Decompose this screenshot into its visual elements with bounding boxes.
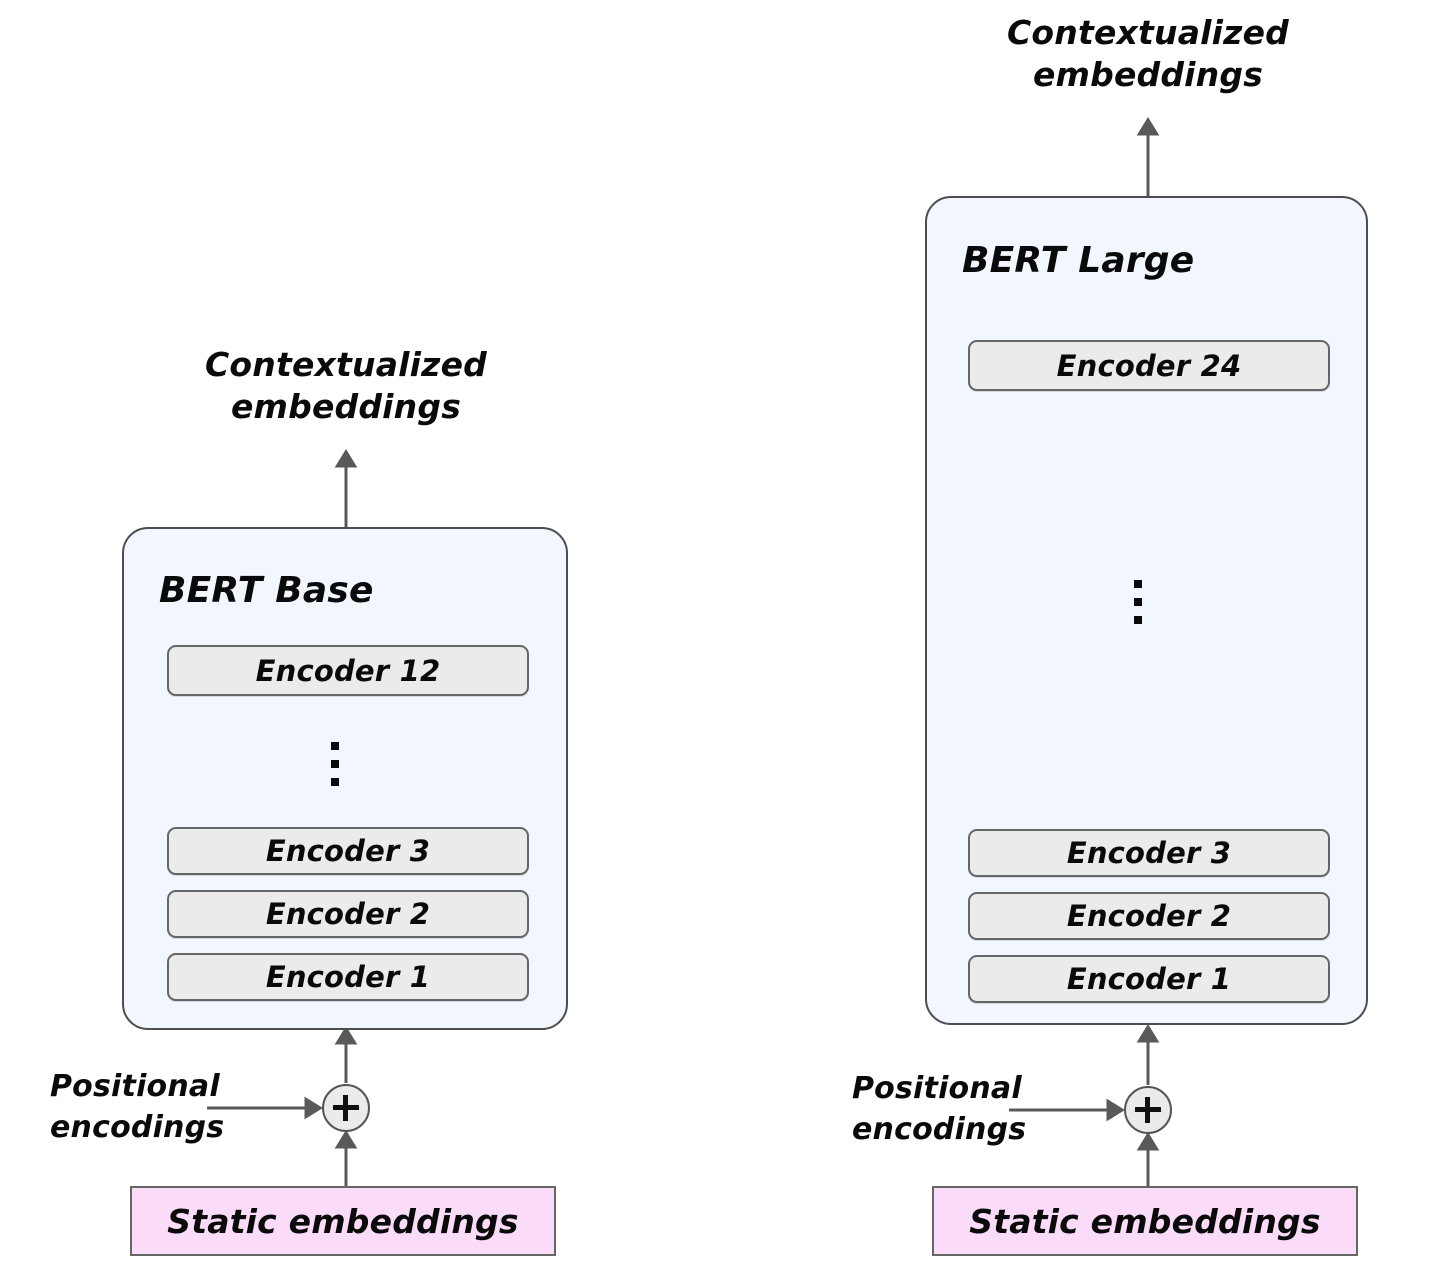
encoder-box-base-1[interactable]: Encoder 1 bbox=[167, 953, 529, 1001]
encoder-box-base-12[interactable]: Encoder 12 bbox=[167, 645, 529, 696]
bert-large-panel bbox=[925, 196, 1368, 1025]
bert-base-panel bbox=[122, 527, 568, 1030]
right-output-caption: Contextualized embeddings bbox=[1007, 13, 1289, 95]
vertical-ellipsis-icon-large bbox=[1134, 580, 1142, 624]
left-output-caption: Contextualized embeddings bbox=[205, 345, 487, 427]
static-embeddings-box-base[interactable]: Static embeddings bbox=[130, 1186, 556, 1256]
bert-base-title: BERT Base bbox=[159, 570, 374, 611]
add-operator-large bbox=[1124, 1086, 1172, 1134]
encoder-box-large-1[interactable]: Encoder 1 bbox=[968, 955, 1330, 1003]
bert-large-title: BERT Large bbox=[962, 240, 1195, 281]
encoder-box-base-3[interactable]: Encoder 3 bbox=[167, 827, 529, 875]
encoder-box-large-2[interactable]: Encoder 2 bbox=[968, 892, 1330, 940]
encoder-box-large-3[interactable]: Encoder 3 bbox=[968, 829, 1330, 877]
add-operator-base bbox=[322, 1084, 370, 1132]
encoder-box-base-2[interactable]: Encoder 2 bbox=[167, 890, 529, 938]
left-positional-caption: Positional encodings bbox=[50, 1069, 225, 1145]
static-embeddings-box-large[interactable]: Static embeddings bbox=[932, 1186, 1358, 1256]
vertical-ellipsis-icon-base bbox=[331, 742, 339, 786]
encoder-box-large-24[interactable]: Encoder 24 bbox=[968, 340, 1330, 391]
right-positional-caption: Positional encodings bbox=[852, 1071, 1027, 1147]
